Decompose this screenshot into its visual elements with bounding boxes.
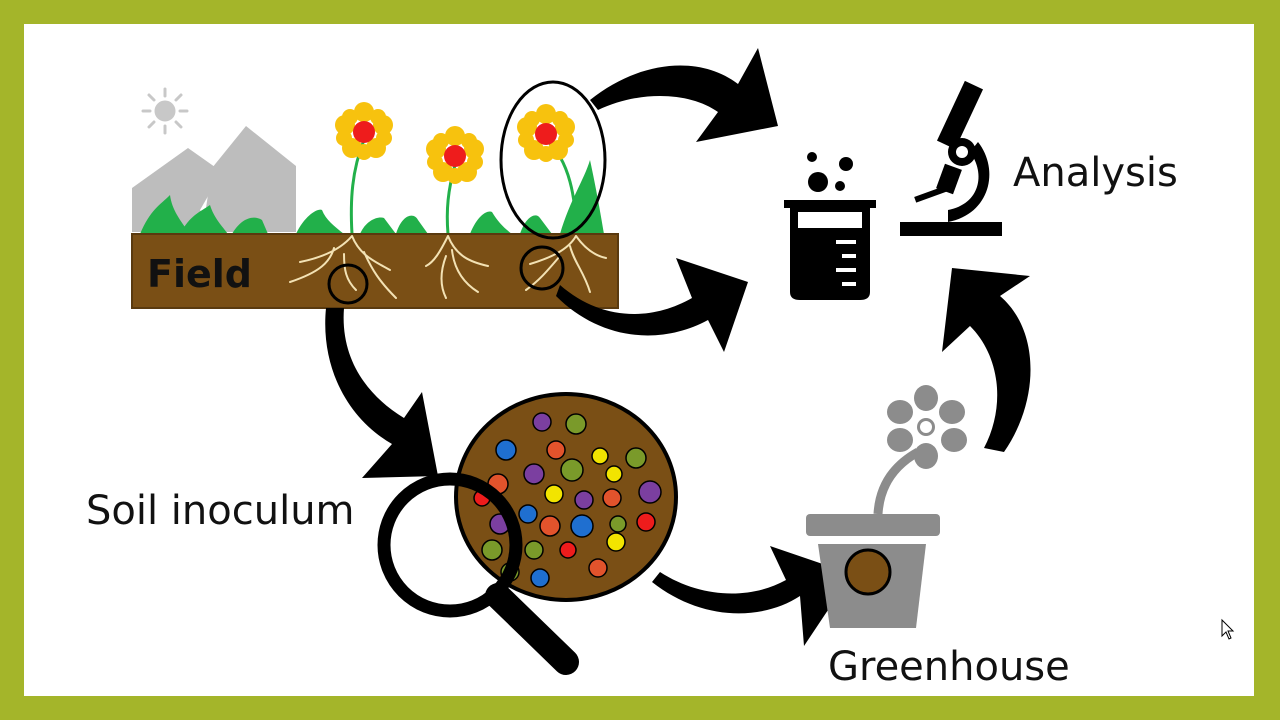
sample-circle xyxy=(519,245,565,291)
flower-icon xyxy=(426,126,484,184)
magnifier-icon xyxy=(377,472,579,675)
potted-plant-icon xyxy=(806,385,967,628)
slide-canvas xyxy=(24,24,1254,696)
sun-icon xyxy=(141,87,189,135)
plant-selection-ellipse xyxy=(499,80,607,240)
flower-icon xyxy=(517,104,575,162)
analysis-label: Analysis xyxy=(1013,150,1178,196)
beaker-icon xyxy=(784,152,876,300)
field-label: Field xyxy=(147,252,252,296)
sample-circle xyxy=(327,263,369,305)
flower-icon xyxy=(335,102,393,160)
grass xyxy=(140,160,604,234)
greenhouse-label: Greenhouse xyxy=(828,644,1070,690)
cursor-icon xyxy=(1221,618,1235,640)
arrow-icon xyxy=(325,48,1031,646)
microscope-icon xyxy=(900,80,1002,236)
soil-inoculum-label: Soil inoculum xyxy=(86,488,355,534)
